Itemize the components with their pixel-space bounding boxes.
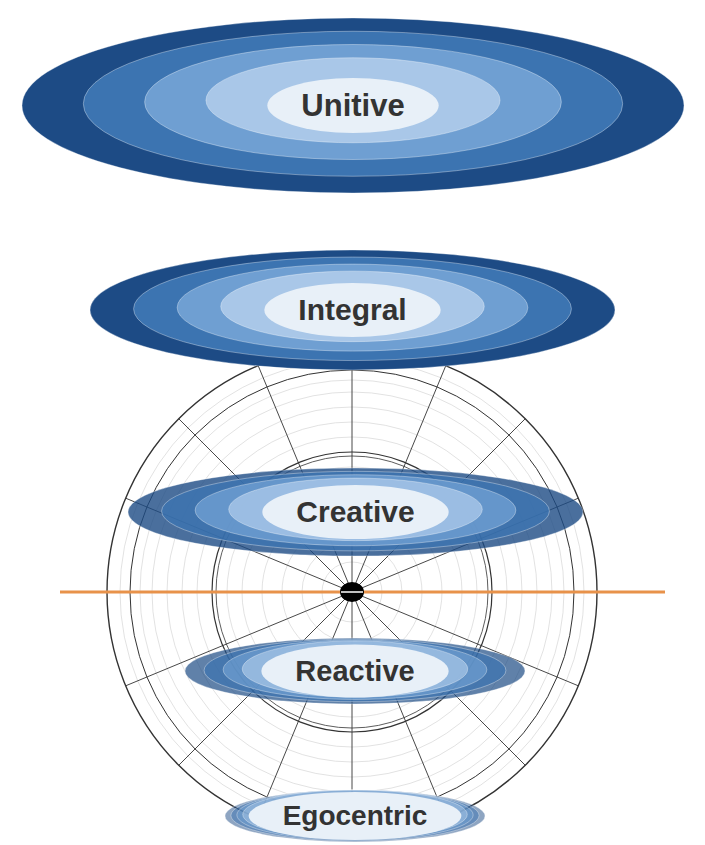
level-label: Egocentric [283, 802, 428, 830]
level-band: Egocentric [225, 790, 485, 842]
level-band: Reactive [185, 638, 525, 704]
level-label: Creative [296, 497, 414, 527]
level-band: Creative [128, 468, 583, 556]
level-label: Integral [298, 295, 406, 325]
level-label: Reactive [295, 657, 414, 686]
center-dot [340, 582, 364, 602]
level-label: Unitive [301, 90, 404, 121]
level-band: Unitive [22, 18, 684, 193]
level-band: Integral [90, 250, 615, 370]
